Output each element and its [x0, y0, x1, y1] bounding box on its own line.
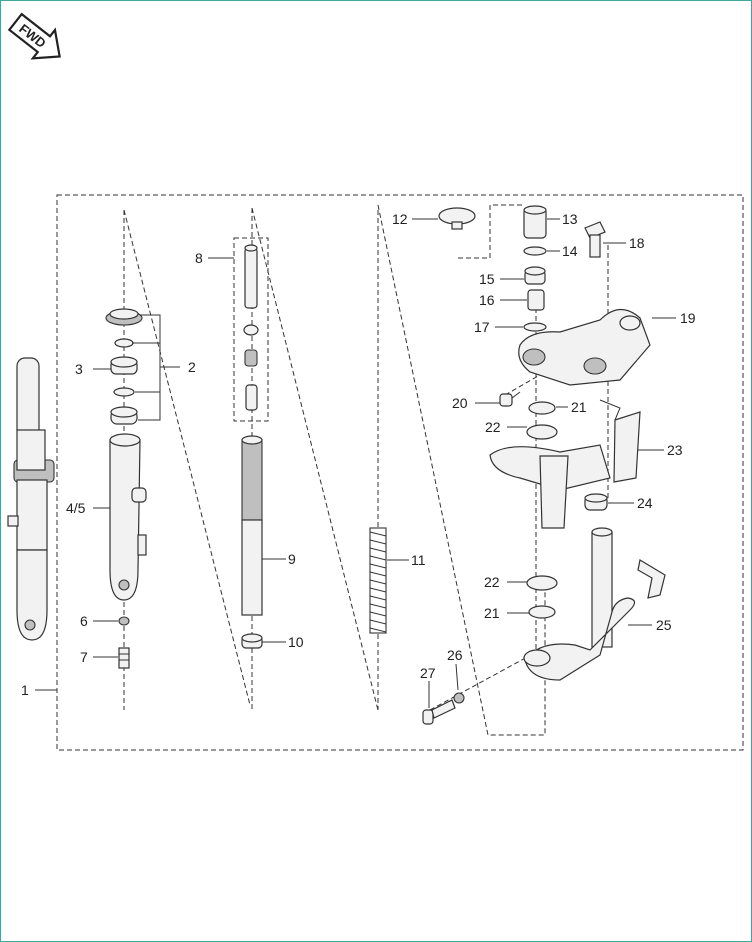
top-cap-bracket — [458, 204, 525, 259]
top-bridge-hole-2 — [583, 357, 607, 375]
axis-line-diag-2 — [251, 207, 379, 711]
callout-9: 9 — [288, 551, 296, 567]
fork-spring — [369, 527, 387, 634]
callout-12: 12 — [392, 211, 408, 227]
inner-fork-tube — [241, 435, 263, 616]
collar — [527, 289, 545, 311]
steering-subgroup-outline — [377, 204, 546, 736]
callout-13: 13 — [562, 211, 578, 227]
assembly-outline — [56, 194, 744, 751]
top-bridge-hole — [522, 348, 546, 366]
callout-4-5: 4/5 — [66, 500, 86, 516]
top-bridge — [518, 308, 651, 386]
steering-stem — [523, 527, 666, 681]
dust-seal — [110, 356, 138, 375]
callout-2: 2 — [188, 359, 196, 375]
slide-bushing — [241, 633, 263, 649]
bracket-2 — [132, 314, 180, 421]
outer-fork-tube — [109, 433, 147, 601]
callout-3: 3 — [75, 361, 83, 377]
callout-16: 16 — [479, 292, 495, 308]
callout-11: 11 — [411, 552, 426, 568]
thin-washer — [523, 322, 547, 332]
callout-14: 14 — [562, 243, 578, 259]
callout-26: 26 — [447, 647, 463, 663]
fork-leg-assembly — [7, 357, 55, 641]
callout-23: 23 — [667, 442, 683, 458]
lower-bearing — [526, 575, 558, 591]
top-bridge-clamp — [619, 315, 641, 331]
callout-18: 18 — [629, 235, 645, 251]
flange-bolt — [584, 221, 606, 258]
damper-rod — [243, 244, 259, 411]
callout-24: 24 — [637, 495, 653, 511]
callout-15: 15 — [479, 271, 495, 287]
steering-top-nut — [523, 205, 547, 239]
callout-22-upper: 22 — [485, 419, 501, 435]
callout-7: 7 — [80, 649, 88, 665]
upper-bearing-race — [528, 401, 556, 415]
drain-washer — [118, 616, 130, 626]
adjust-nut — [524, 266, 546, 285]
axis-line-diag-1 — [123, 209, 251, 706]
lower-bearing-race — [528, 605, 556, 619]
callout-21-upper: 21 — [571, 399, 587, 415]
pinch-bolt — [422, 699, 456, 725]
callout-25: 25 — [656, 617, 672, 633]
damper-group-outline — [233, 237, 269, 422]
socket-bolt — [118, 647, 130, 669]
callout-6: 6 — [80, 613, 88, 629]
callout-10: 10 — [288, 634, 304, 650]
top-cap — [438, 207, 476, 230]
upper-bearing — [526, 424, 558, 440]
pinch-washer — [453, 692, 465, 704]
callout-22-lower: 22 — [484, 574, 500, 590]
callout-17: 17 — [474, 319, 490, 335]
pinch-bolt-axis — [429, 649, 541, 711]
clamp-bolt — [499, 391, 521, 407]
lock-washer — [523, 246, 547, 256]
callout-21-lower: 21 — [484, 605, 500, 621]
oil-seal-kit — [105, 308, 143, 425]
head-pipe-bracket — [489, 399, 641, 529]
steering-dust-seal — [584, 493, 608, 511]
fwd-arrow-icon: FWD — [7, 12, 61, 60]
callout-19: 19 — [680, 310, 696, 326]
leader-lines — [35, 218, 676, 708]
callout-8: 8 — [195, 250, 203, 266]
callout-27: 27 — [420, 665, 436, 681]
callout-1: 1 — [21, 682, 29, 698]
callout-20: 20 — [452, 395, 468, 411]
